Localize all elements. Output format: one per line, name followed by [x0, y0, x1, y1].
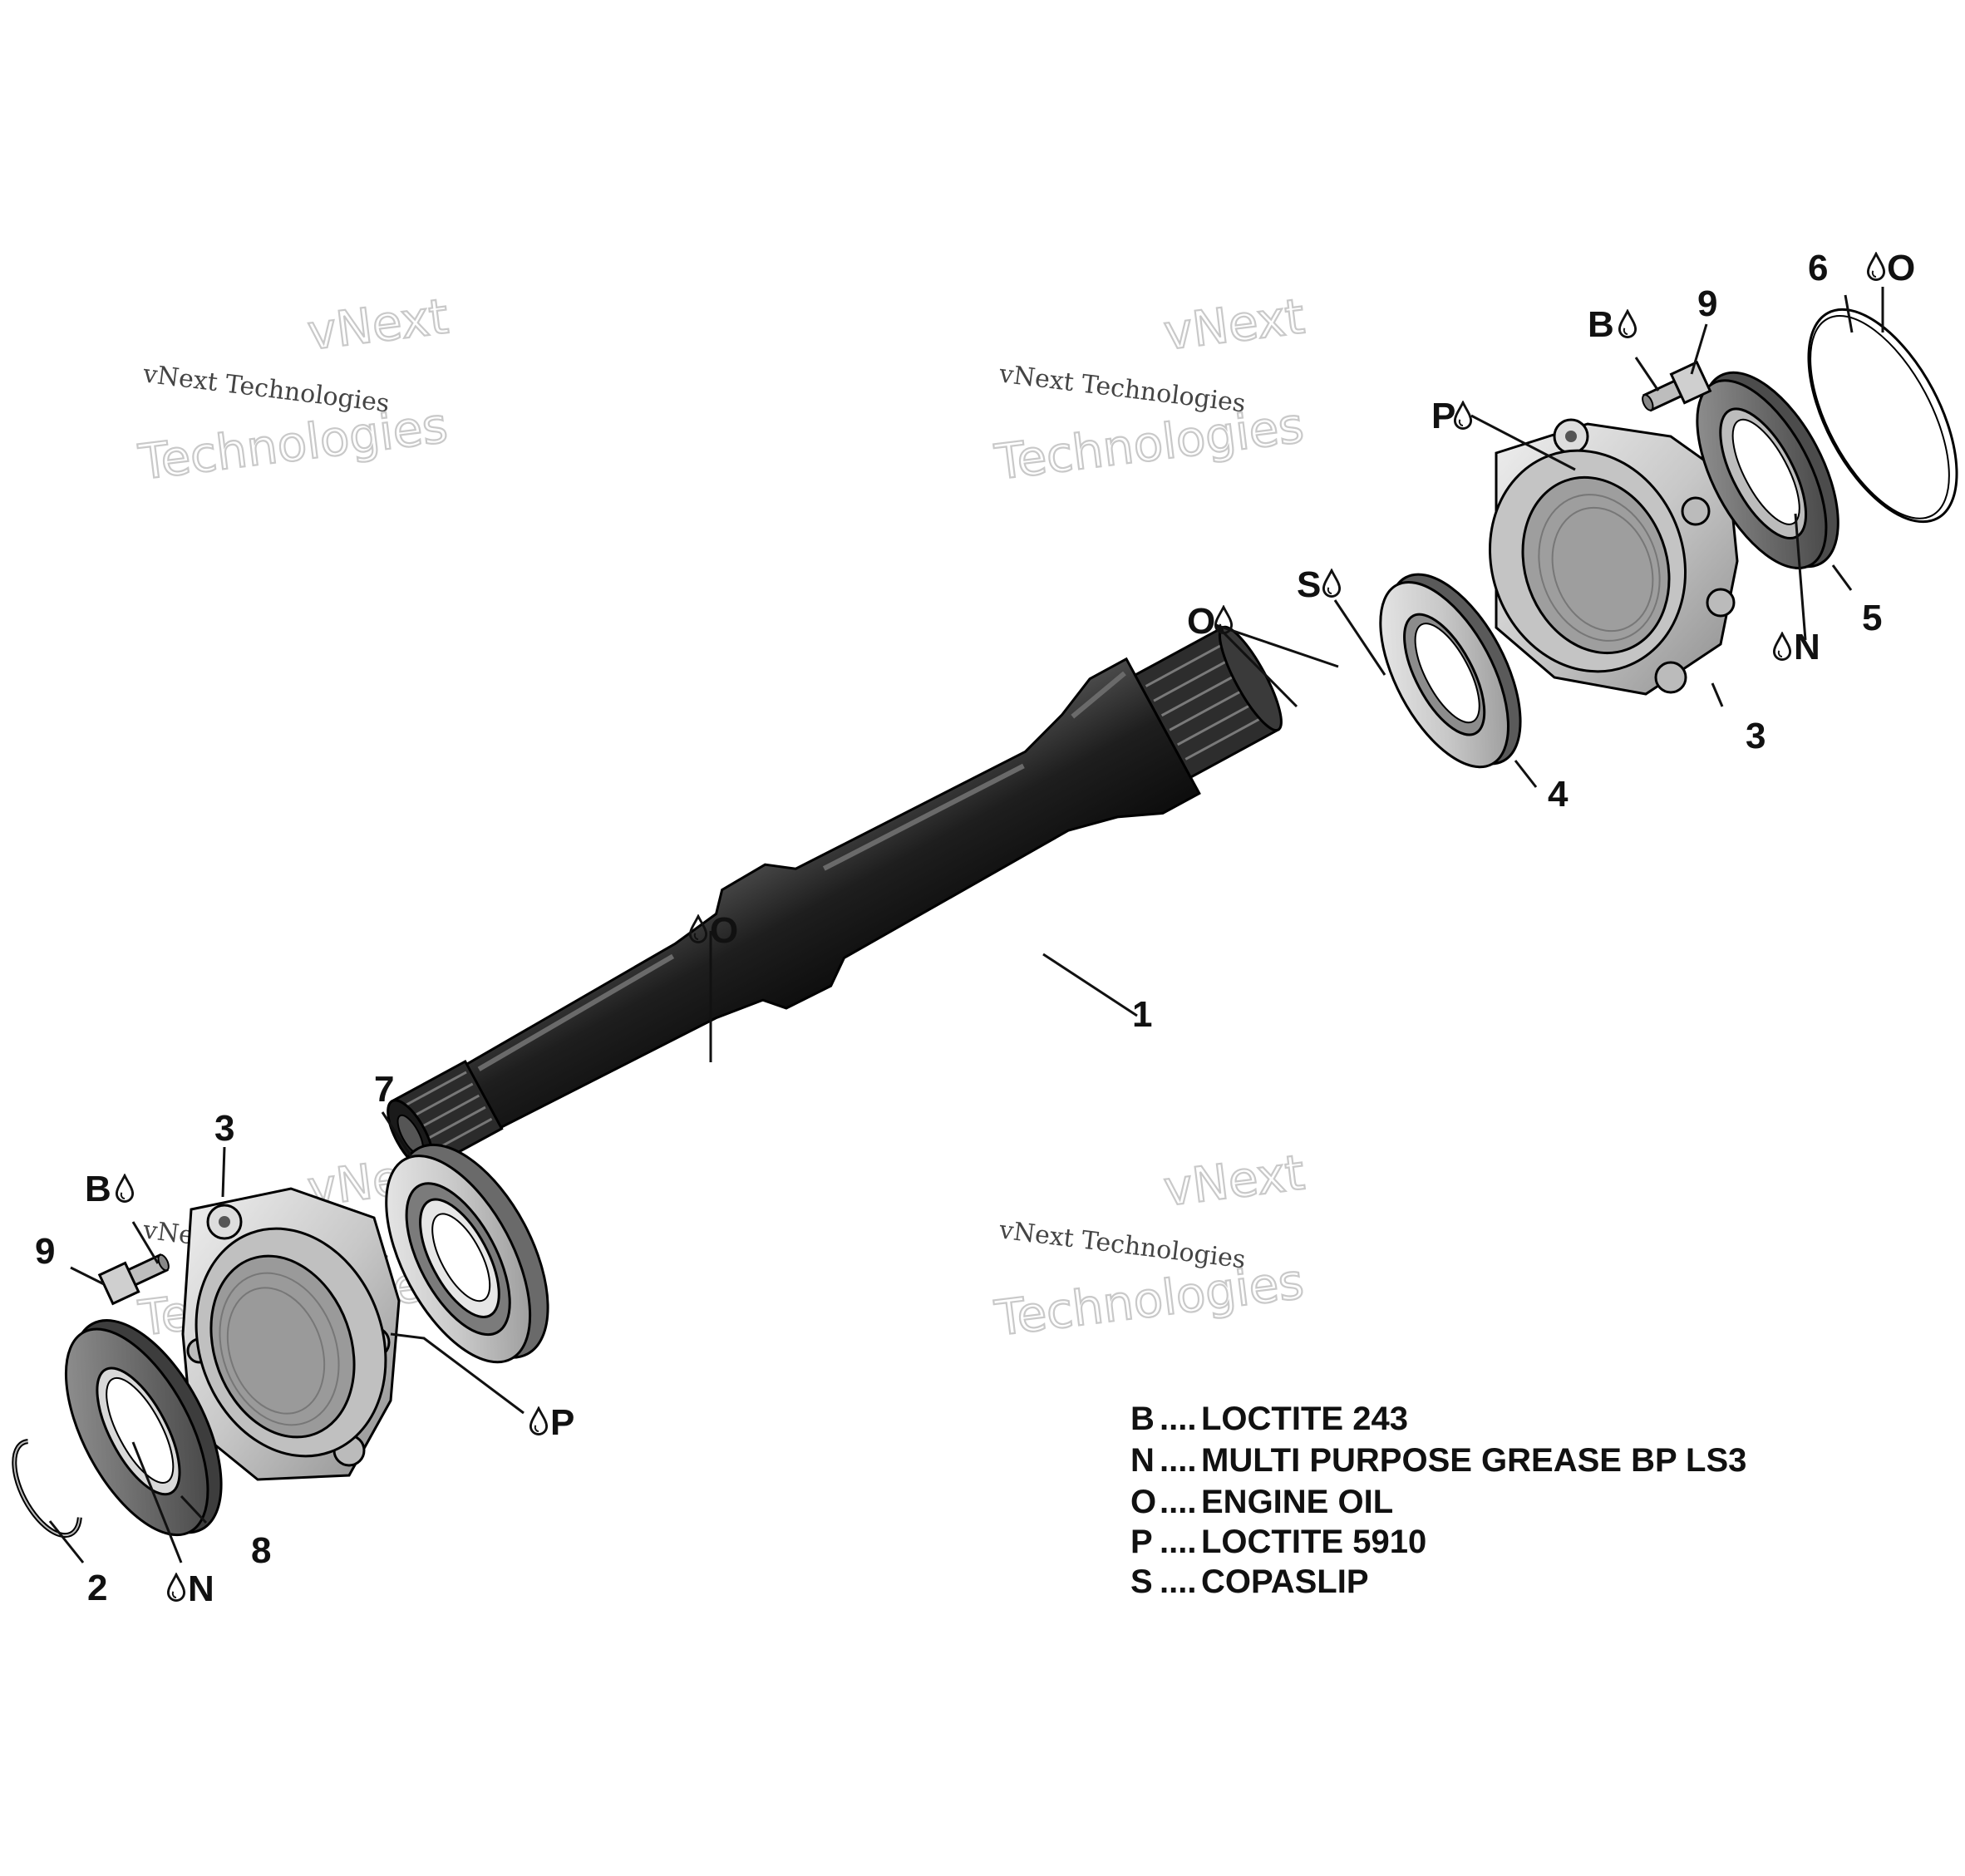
product-marker-b-right: B: [1588, 304, 1614, 345]
droplet-icon: [1322, 569, 1342, 598]
droplet-icon: [1618, 309, 1638, 339]
callout-4: 4: [1548, 774, 1569, 815]
callout-1: 1: [1132, 994, 1152, 1035]
watermark-top-left: vNext vNext Technologies Technologies: [135, 287, 452, 491]
legend-row: S .... COPASLIP: [1130, 1563, 1369, 1600]
bearing-housing-left-part: [181, 1187, 401, 1481]
seal-5-part: [1696, 371, 1839, 569]
product-marker-b-left: B: [85, 1169, 111, 1209]
product-marker-p-right: P: [1431, 396, 1455, 436]
legend-desc: MULTI PURPOSE GREASE BP LS3: [1201, 1442, 1746, 1479]
droplet-icon: [166, 1573, 186, 1603]
seal-4-part: [1379, 573, 1522, 769]
seal-8-part: [64, 1319, 223, 1537]
product-marker-n-left: N: [188, 1568, 214, 1609]
watermark-top-right: vNext vNext Technologies Technologies: [991, 287, 1308, 491]
product-marker-n-right: N: [1794, 627, 1820, 667]
product-markers: B O P S O N O B P N: [85, 248, 1915, 1609]
legend-code: N: [1130, 1442, 1155, 1479]
callout-9-right: 9: [1697, 283, 1717, 324]
callout-numbers: 1 2 3 3 4 5 6 7 8 9 9: [35, 248, 1882, 1608]
legend-code: S: [1130, 1563, 1153, 1600]
bolt-right-part: [1642, 360, 1712, 412]
droplet-icon: [1453, 401, 1473, 431]
callout-2: 2: [87, 1568, 107, 1608]
o-ring-6-part: [1807, 308, 1958, 524]
callout-3-left: 3: [214, 1108, 234, 1149]
product-marker-o-top: O: [1887, 248, 1915, 288]
legend-sep: ....: [1160, 1401, 1196, 1437]
legend-sep: ....: [1160, 1563, 1196, 1600]
bearing-housing-right-part: [1488, 418, 1739, 696]
circlip-2-part: [12, 1439, 82, 1539]
callout-6: 6: [1808, 248, 1828, 288]
droplet-icon: [1772, 632, 1792, 662]
legend: B .... LOCTITE 243 N .... MULTI PURPOSE …: [1130, 1401, 1746, 1600]
watermark-line1: vNext: [304, 288, 451, 361]
callout-9-left: 9: [35, 1231, 55, 1272]
legend-row: B .... LOCTITE 243: [1130, 1401, 1408, 1437]
legend-row: O .... ENGINE OIL: [1130, 1484, 1393, 1520]
droplet-icon: [1866, 252, 1886, 282]
legend-desc: COPASLIP: [1201, 1563, 1369, 1600]
watermark-line3: Technologies: [992, 1253, 1307, 1347]
droplet-icon: [529, 1406, 549, 1436]
watermark-line1: vNext: [1160, 1144, 1307, 1217]
watermark-bottom-right: vNext vNext Technologies Technologies: [991, 1143, 1308, 1347]
legend-code: O: [1130, 1484, 1156, 1520]
product-marker-o-spline: O: [1187, 601, 1215, 642]
product-marker-p-left: P: [550, 1402, 574, 1443]
watermark-line3: Technologies: [135, 396, 451, 490]
droplet-icon: [115, 1174, 135, 1204]
product-marker-s: S: [1297, 564, 1321, 605]
legend-desc: LOCTITE 5910: [1201, 1524, 1426, 1560]
legend-desc: LOCTITE 243: [1201, 1401, 1408, 1437]
leader-lines: [48, 287, 1884, 1563]
legend-sep: ....: [1160, 1524, 1196, 1560]
drive-shaft: [387, 625, 1283, 1170]
bearing-7-part: [385, 1143, 549, 1364]
legend-row: N .... MULTI PURPOSE GREASE BP LS3: [1130, 1442, 1746, 1479]
legend-row: P .... LOCTITE 5910: [1130, 1524, 1426, 1560]
legend-sep: ....: [1160, 1484, 1196, 1520]
callout-5: 5: [1862, 598, 1882, 638]
legend-sep: ....: [1160, 1442, 1196, 1479]
legend-code: P: [1130, 1524, 1153, 1560]
callout-7: 7: [374, 1069, 394, 1110]
callout-8: 8: [251, 1530, 271, 1571]
watermark-line1: vNext: [1160, 288, 1307, 361]
legend-code: B: [1130, 1401, 1155, 1437]
watermark-line3: Technologies: [992, 396, 1307, 490]
legend-desc: ENGINE OIL: [1201, 1484, 1393, 1520]
callout-3-right: 3: [1746, 716, 1766, 756]
product-marker-o-shaft: O: [710, 910, 738, 951]
